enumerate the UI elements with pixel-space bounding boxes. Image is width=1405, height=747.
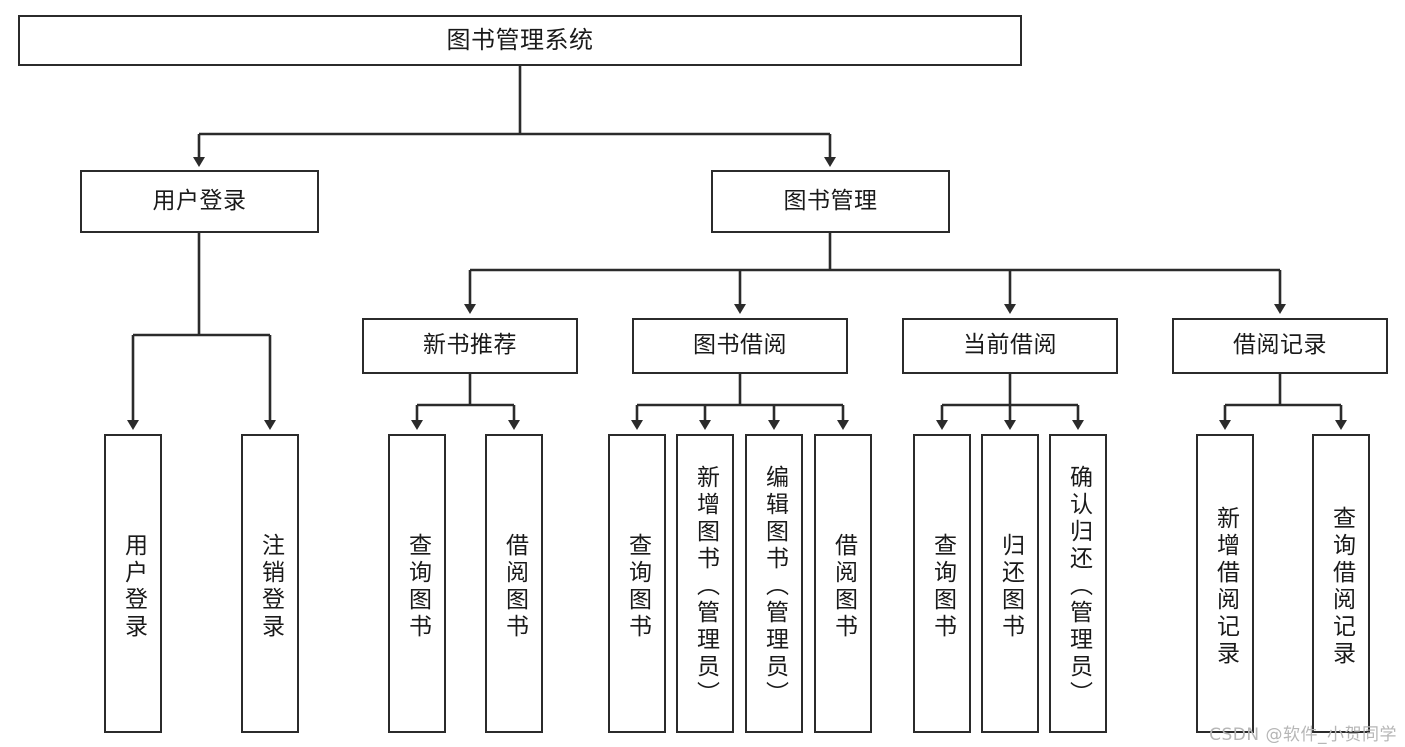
leaf-borrow-borrow-books[interactable]: 借阅图书 [814, 434, 872, 733]
node-label: 借阅记录 [1233, 332, 1327, 359]
csdn-watermark: CSDN @软件_小贺同学 [1209, 725, 1397, 745]
node-label: 查询借阅记录 [1328, 505, 1355, 668]
leaf-new-book-borrow-books[interactable]: 借阅图书 [485, 434, 543, 733]
node-label: 编辑图书（管理员） [761, 465, 788, 708]
node-new-book-recommend[interactable]: 新书推荐 [362, 318, 578, 374]
leaf-new-book-query-books[interactable]: 查询图书 [388, 434, 446, 733]
node-label: 借阅图书 [501, 532, 528, 641]
node-label: 图书借阅 [693, 332, 787, 359]
leaf-borrow-query-books[interactable]: 查询图书 [608, 434, 666, 733]
node-label: 确认归还（管理员） [1065, 465, 1092, 708]
node-label: 归还图书 [997, 532, 1024, 641]
leaf-records-query-record[interactable]: 查询借阅记录 [1312, 434, 1370, 733]
leaf-borrow-add-book-admin[interactable]: 新增图书（管理员） [676, 434, 734, 733]
node-label: 图书管理 [783, 187, 878, 214]
node-label: 用户登录 [152, 187, 247, 214]
leaf-borrow-edit-book-admin[interactable]: 编辑图书（管理员） [745, 434, 803, 733]
node-label: 新增借阅记录 [1212, 505, 1239, 668]
node-label: 查询图书 [404, 532, 431, 641]
node-root-book-management-system[interactable]: 图书管理系统 [18, 15, 1022, 66]
leaf-current-return-books[interactable]: 归还图书 [981, 434, 1039, 733]
node-user-login[interactable]: 用户登录 [80, 170, 319, 233]
node-current-borrow[interactable]: 当前借阅 [902, 318, 1118, 374]
leaf-user-login-login[interactable]: 用户登录 [104, 434, 162, 733]
leaf-records-add-record[interactable]: 新增借阅记录 [1196, 434, 1254, 733]
node-label: 查询图书 [624, 532, 651, 641]
node-label: 图书管理系统 [446, 26, 594, 55]
node-label: 新增图书（管理员） [692, 465, 719, 708]
node-label: 查询图书 [929, 532, 956, 641]
node-label: 新书推荐 [423, 332, 517, 359]
node-label: 注销登录 [257, 532, 284, 641]
leaf-current-confirm-return-admin[interactable]: 确认归还（管理员） [1049, 434, 1107, 733]
node-borrow-records[interactable]: 借阅记录 [1172, 318, 1388, 374]
node-label: 用户登录 [120, 532, 147, 641]
node-label: 借阅图书 [830, 532, 857, 641]
node-label: 当前借阅 [963, 332, 1057, 359]
node-book-borrow[interactable]: 图书借阅 [632, 318, 848, 374]
leaf-current-query-books[interactable]: 查询图书 [913, 434, 971, 733]
node-book-management[interactable]: 图书管理 [711, 170, 950, 233]
leaf-user-login-logout[interactable]: 注销登录 [241, 434, 299, 733]
